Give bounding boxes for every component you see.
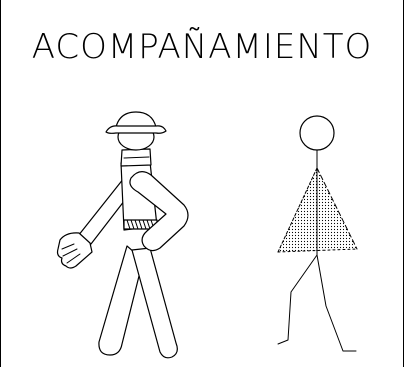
worker-back-leg (98, 245, 144, 356)
hard-hat-icon (115, 111, 157, 128)
walking-person-stick-figure-icon (277, 115, 358, 352)
worker-front-leg (131, 247, 178, 359)
walker-head (299, 115, 335, 151)
worker-front-arm (129, 171, 189, 252)
worker-with-helmet-and-harness-icon (56, 111, 189, 359)
walker-front-leg (316, 254, 357, 352)
walker-back-leg (277, 254, 318, 345)
hard-hat-brim (105, 125, 167, 134)
worker-back-arm (77, 177, 129, 245)
sign-title: ACOMPAÑAMIENTO (32, 27, 373, 67)
